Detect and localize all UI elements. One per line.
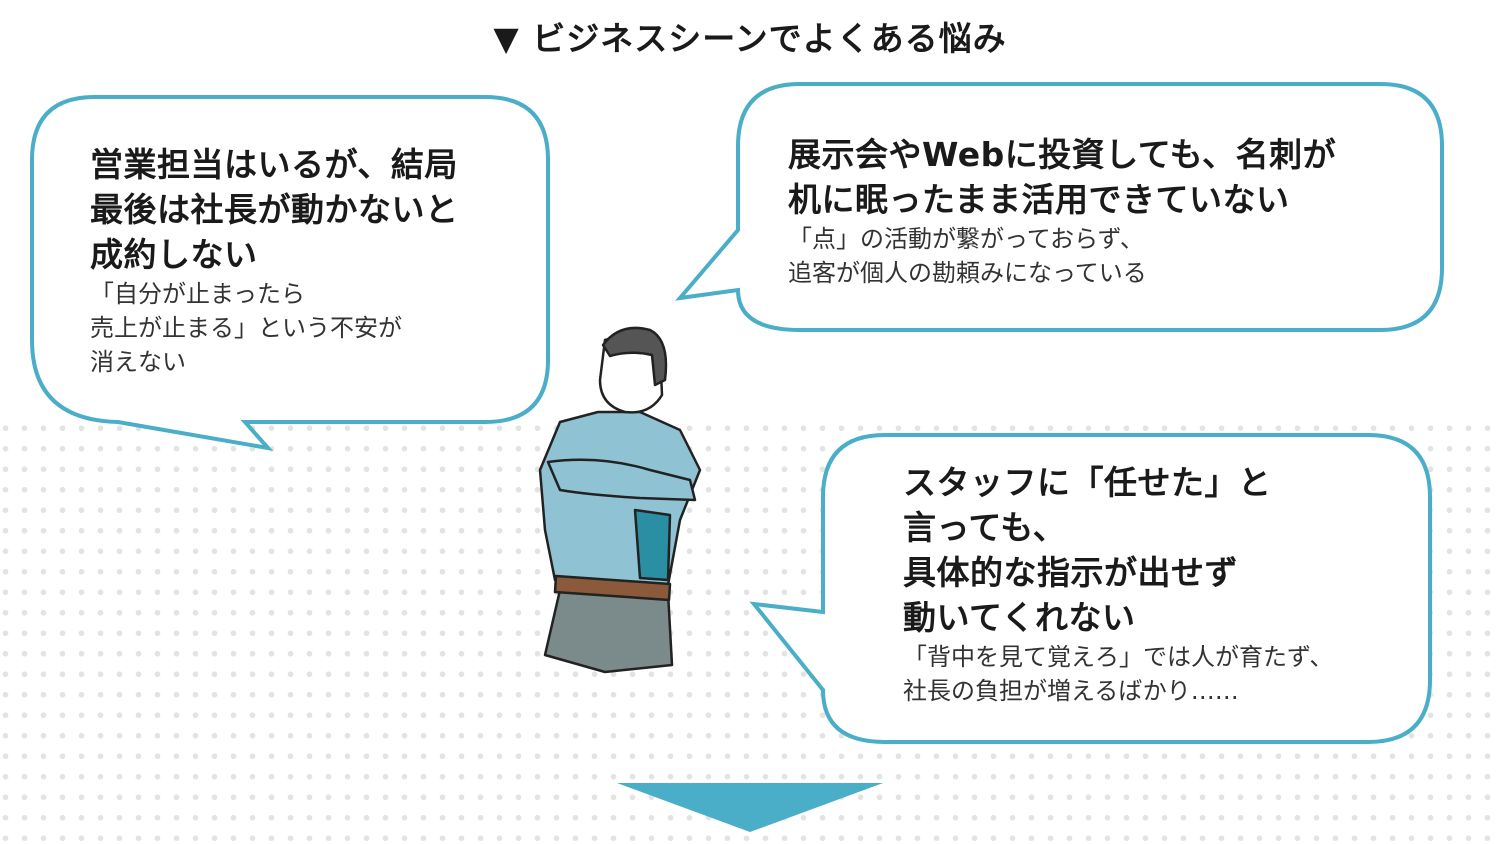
worried-businessman-illustration [538,326,702,674]
heading-line: 動いてくれない [903,598,1136,637]
sub-line: 「点」の活動が繋がっておらず、 [788,225,1144,253]
heading-line: 展示会やWebに投資しても、名刺が [788,135,1337,174]
bubble-2-subtext: 「点」の活動が繋がっておらず、 追客が個人の勘頼みになっている [788,222,1336,290]
sub-line: 売上が止まる」という不安が [90,314,402,342]
sub-line: 「自分が止まったら [90,280,306,308]
heading-line: スタッフに「任せた」と [903,463,1272,502]
section-title: ▼ ビジネスシーンでよくある悩み [493,19,1007,58]
bubble-2-heading: 展示会やWebに投資しても、名刺が 机に眠ったまま活用できていない [788,132,1336,222]
bubble-1-subtext: 「自分が止まったら 売上が止まる」という不安が 消えない [90,277,459,379]
sub-line: 「背中を見て覚えろ」では人が育たず、 [903,643,1334,671]
heading-line: 具体的な指示が出せず [903,553,1238,592]
sub-line: 消えない [90,348,186,376]
sub-line: 追客が個人の勘頼みになっている [788,259,1147,287]
bubble-1-heading: 営業担当はいるが、結局 最後は社長が動かないと 成約しない [90,142,459,277]
speech-bubble-1 [30,95,550,451]
bubble-3-content: スタッフに「任せた」と 言っても、 具体的な指示が出せず 動いてくれない 「背中… [903,460,1333,708]
speech-bubble-2 [675,82,1444,332]
heading-line: 営業担当はいるが、結局 [90,145,458,184]
bubble-1-content: 営業担当はいるが、結局 最後は社長が動かないと 成約しない 「自分が止まったら … [90,142,459,379]
heading-line: 言っても、 [903,508,1067,547]
sub-line: 社長の負担が増えるばかり…… [903,677,1239,705]
down-arrow-icon [617,783,883,832]
bubble-2-content: 展示会やWebに投資しても、名刺が 机に眠ったまま活用できていない 「点」の活動… [788,132,1336,290]
heading-line: 成約しない [90,235,258,274]
speech-bubble-3 [749,433,1432,744]
bubble-3-heading: スタッフに「任せた」と 言っても、 具体的な指示が出せず 動いてくれない [903,460,1333,640]
heading-line: 最後は社長が動かないと [90,190,459,229]
bubble-3-subtext: 「背中を見て覚えろ」では人が育たず、 社長の負担が増えるばかり…… [903,640,1333,708]
heading-line: 机に眠ったまま活用できていない [788,180,1290,219]
